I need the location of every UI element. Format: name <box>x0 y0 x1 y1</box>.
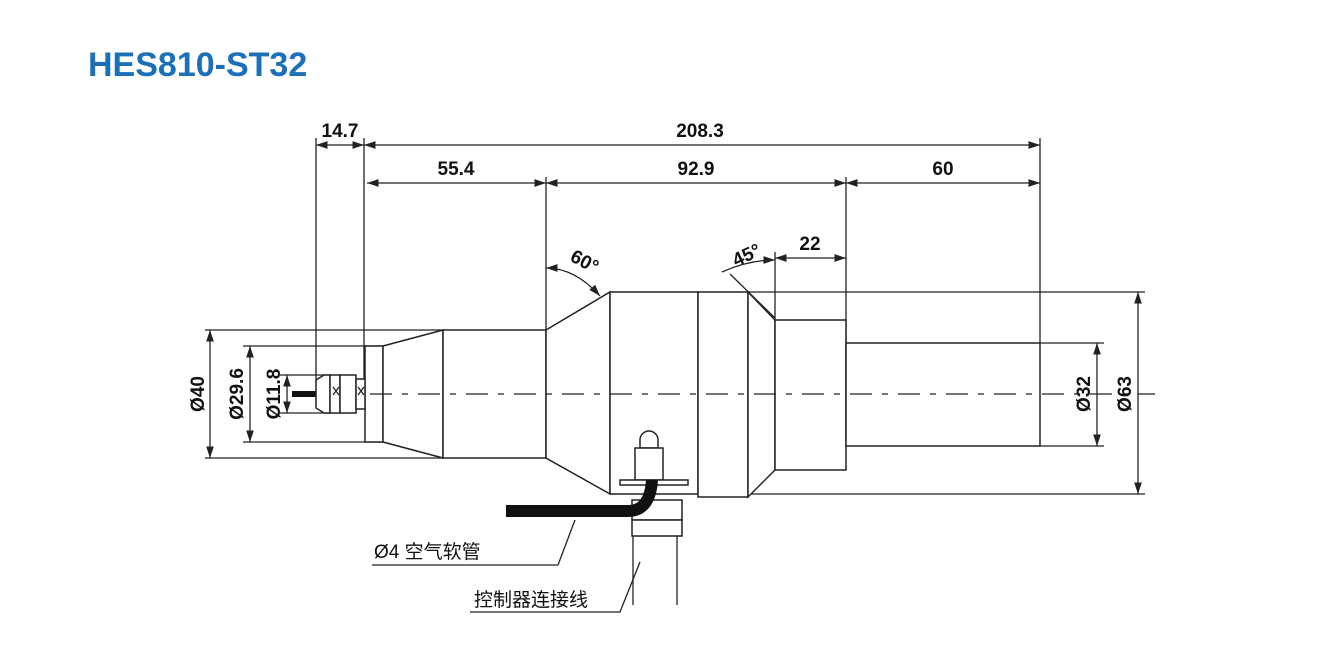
dim-92-9: 92.9 <box>678 159 715 180</box>
controller-cable-label: 控制器连接线 <box>474 589 588 611</box>
collet-nut <box>292 374 366 414</box>
air-hose-label: Ø4 空气软管 <box>374 541 481 563</box>
dia-32: Ø32 <box>1074 376 1095 412</box>
page-title: HES810-ST32 <box>88 46 308 84</box>
dim-208-3: 208.3 <box>676 121 724 142</box>
dia-40: Ø40 <box>188 376 209 412</box>
dia-29-6: Ø29.6 <box>227 368 248 420</box>
dia-11-8: Ø11.8 <box>264 369 285 420</box>
dimension-lines <box>206 141 1142 494</box>
air-hose-connector <box>506 430 689 605</box>
extension-lines <box>205 138 1145 495</box>
dia-63: Ø63 <box>1115 376 1136 412</box>
leader-lines <box>372 519 641 613</box>
dim-55-4: 55.4 <box>438 159 475 180</box>
dim-60: 60 <box>932 159 953 180</box>
dim-14-7: 14.7 <box>322 121 359 142</box>
dim-22: 22 <box>799 234 820 255</box>
